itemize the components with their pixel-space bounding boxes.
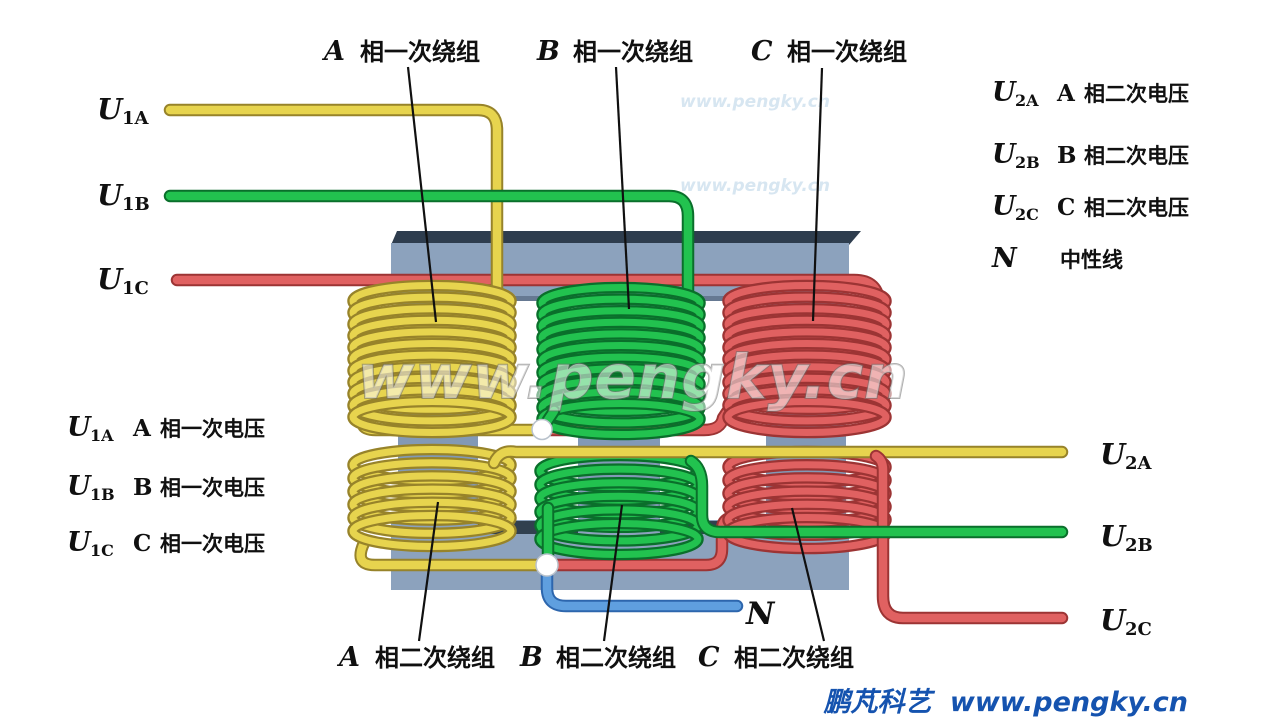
label-secondary-winding-c: C 相二次绕组 <box>698 642 854 673</box>
label-primary-winding-b: B 相一次绕组 <box>536 36 693 67</box>
secondary-winding-a <box>347 443 517 553</box>
legend-row-u2c: U 2C C 相二次电压 <box>992 191 1189 224</box>
output-terminal-labels: U 2A U 2B U 2C N <box>745 437 1153 640</box>
label-primary-winding-a: A 相一次绕组 <box>321 36 480 67</box>
legend-secondary-voltages: U 2A A 相二次电压 U 2B B 相二次电压 U 2C C 相二次电压 N… <box>991 77 1189 274</box>
leader-secondary-a <box>417 501 440 642</box>
terminal-u2b: U 2B <box>1100 519 1153 556</box>
leader-secondary-c <box>790 507 826 642</box>
terminal-u2a: U 2A <box>1100 437 1153 474</box>
terminal-u1c: U 1C <box>97 262 149 299</box>
legend-row-u1b: U 1B B 相一次电压 <box>67 471 265 504</box>
leader-lines <box>406 66 826 642</box>
terminal-u1a: U 1A <box>97 92 150 129</box>
legend-row-u2b: U 2B B 相二次电压 <box>992 139 1189 172</box>
legend-row-u2a: U 2A A 相二次电压 <box>992 77 1189 110</box>
leader-secondary-b <box>602 504 624 642</box>
faint-watermark-top: www.pengky.cn <box>680 92 830 112</box>
terminal-u2c: U 2C <box>1100 603 1152 640</box>
legend-row-u1a: U 1A A 相一次电压 <box>67 412 265 445</box>
windings <box>347 279 892 561</box>
label-secondary-winding-b: B 相二次绕组 <box>519 642 676 673</box>
faint-watermark-mid: www.pengky.cn <box>680 176 830 196</box>
secondary-winding-labels: A 相二次绕组 B 相二次绕组 C 相二次绕组 <box>336 642 854 673</box>
terminal-n-neutral: N <box>745 596 776 632</box>
input-terminal-labels: U 1A U 1B U 1C <box>97 92 150 299</box>
primary-winding-c <box>722 279 892 439</box>
leader-primary-b <box>614 66 631 310</box>
primary-star-junction-dot <box>531 418 553 441</box>
center-watermark: www.pengky.cn <box>358 342 909 413</box>
footer-brand: 鹏芃科艺 www.pengky.cn <box>822 687 1188 718</box>
core-window-shadow-right <box>660 296 766 301</box>
label-secondary-winding-a: A 相二次绕组 <box>336 642 495 673</box>
core-window-shadow-left <box>478 296 578 301</box>
secondary-star-junction-dot <box>535 553 559 577</box>
leader-primary-a <box>406 66 438 323</box>
legend-primary-voltages: U 1A A 相一次电压 U 1B B 相一次电压 U 1C C 相一次电压 <box>67 412 265 560</box>
secondary-winding-b <box>534 449 704 561</box>
legend-row-n: N 中性线 <box>991 243 1123 274</box>
legend-row-u1c: U 1C C 相一次电压 <box>67 527 265 560</box>
terminal-u1b: U 1B <box>97 178 150 215</box>
label-primary-winding-c: C 相一次绕组 <box>751 36 907 67</box>
primary-winding-labels: A 相一次绕组 B 相一次绕组 C 相一次绕组 <box>321 36 907 67</box>
leader-primary-c <box>811 67 824 322</box>
